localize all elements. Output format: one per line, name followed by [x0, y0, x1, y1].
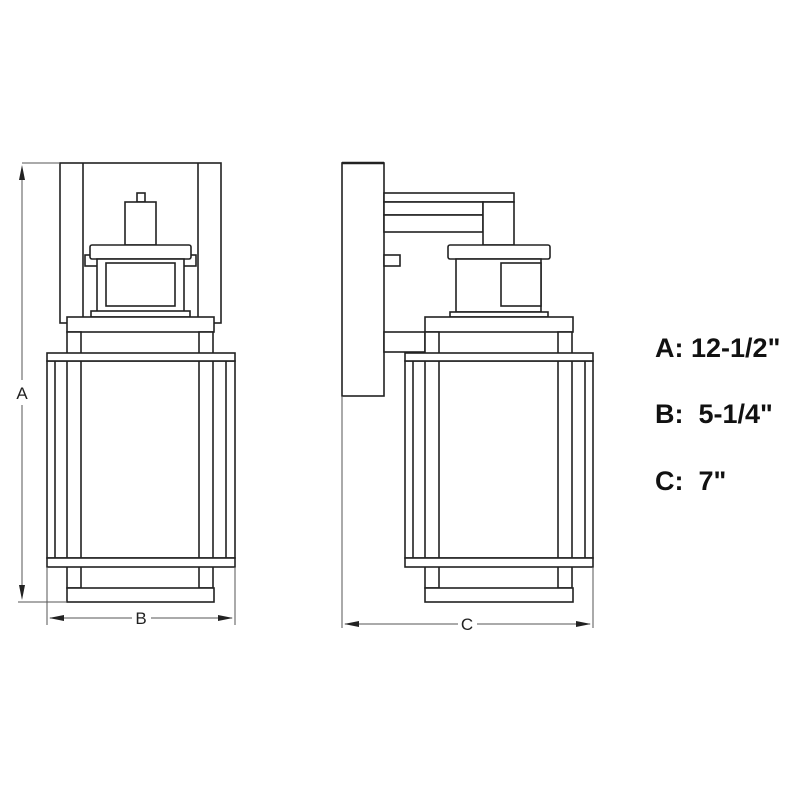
front-view	[46, 162, 236, 603]
bottom-plate	[66, 587, 215, 603]
finial	[136, 192, 146, 203]
side-view	[341, 161, 594, 603]
glass-panel	[46, 360, 236, 559]
arm	[383, 192, 515, 203]
spec-b-value: 5-1/4"	[698, 399, 773, 429]
top-stem	[124, 201, 157, 246]
spec-c: C: 7"	[655, 466, 726, 497]
spec-c-label: C:	[655, 466, 684, 496]
dimension-c-label: C	[461, 615, 473, 634]
top-band	[46, 352, 236, 362]
spec-b-label: B:	[655, 399, 684, 429]
wall-plate	[341, 162, 385, 397]
spec-c-value: 7"	[698, 466, 727, 496]
spec-a-label: A:	[655, 333, 684, 363]
spec-a-value: 12-1/2"	[691, 333, 781, 363]
dimension-c: C	[341, 396, 594, 634]
spec-b: B: 5-1/4"	[655, 399, 773, 430]
top-plate	[66, 316, 215, 333]
dimension-b: B	[46, 567, 236, 628]
dimension-a-label: A	[16, 384, 28, 403]
cap	[89, 244, 192, 260]
dimension-b-label: B	[135, 609, 146, 628]
dimension-a: A	[16, 162, 67, 603]
spec-a: A: 12-1/2"	[655, 333, 780, 364]
bottom-band	[46, 557, 236, 568]
side-top-plate	[424, 316, 574, 333]
side-cap	[447, 244, 551, 260]
side-glass-panel	[404, 360, 594, 559]
